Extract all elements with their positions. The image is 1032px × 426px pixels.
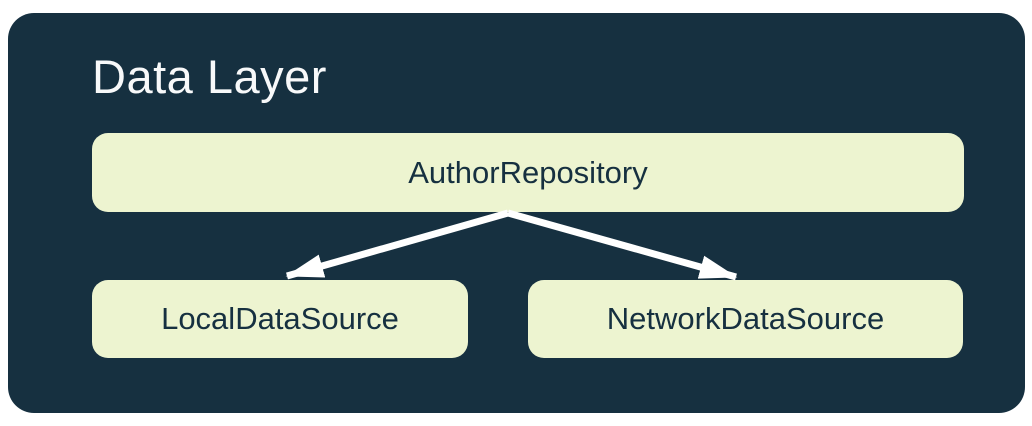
- node-author-repository: AuthorRepository: [92, 133, 964, 212]
- node-network-data-source-label: NetworkDataSource: [606, 301, 885, 336]
- node-local-data-source: LocalDataSource: [92, 280, 468, 358]
- node-author-repository-label: AuthorRepository: [408, 154, 648, 190]
- data-layer-panel: Data Layer AuthorRepository LocalDataSou…: [8, 13, 1025, 413]
- node-local-data-source-label: LocalDataSource: [161, 301, 399, 336]
- panel-title: Data Layer: [92, 50, 327, 103]
- node-network-data-source: NetworkDataSource: [528, 280, 963, 358]
